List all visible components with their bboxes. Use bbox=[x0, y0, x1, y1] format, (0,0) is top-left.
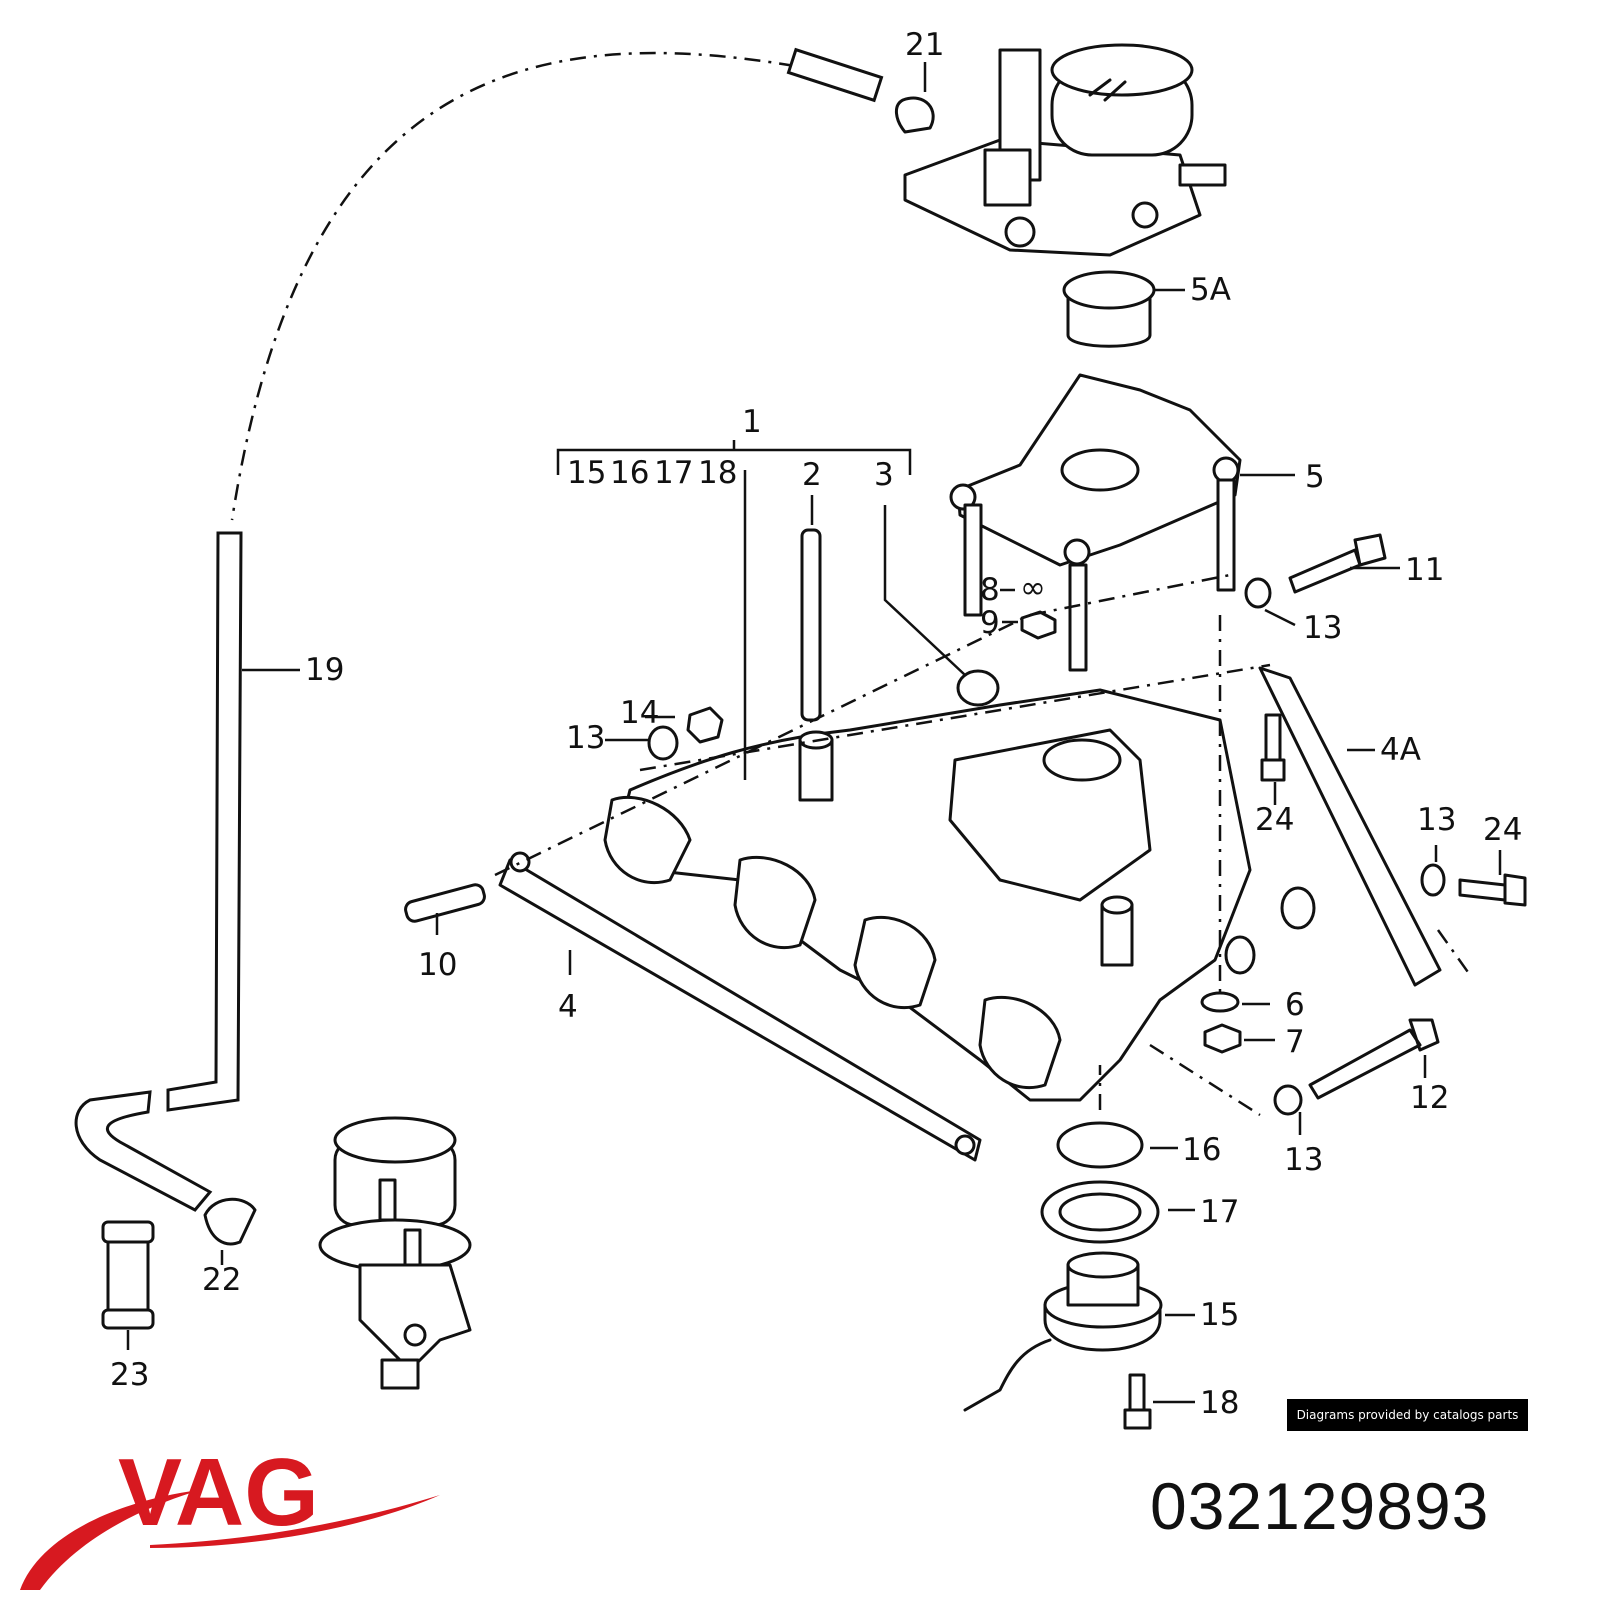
part-number: 032129893 bbox=[1150, 1469, 1490, 1543]
label-24-center: 24 bbox=[1255, 802, 1294, 838]
vag-logo: VAG bbox=[20, 1440, 440, 1590]
intake-manifold bbox=[603, 688, 1316, 1102]
hose-clip-22 bbox=[203, 1197, 257, 1246]
bolt-24-right bbox=[1458, 873, 1527, 907]
label-21: 21 bbox=[905, 27, 944, 63]
nut-7 bbox=[1203, 1023, 1242, 1054]
spring-washer-8-glyph: ∞ bbox=[1020, 570, 1046, 606]
nut-9 bbox=[1020, 610, 1057, 640]
label-6: 6 bbox=[1285, 987, 1305, 1023]
label-14: 14 bbox=[620, 695, 659, 731]
bolt-24-center bbox=[1260, 713, 1286, 782]
leader-lines bbox=[126, 62, 1502, 1404]
hose-stub bbox=[786, 47, 884, 103]
hose-elbow bbox=[74, 1090, 213, 1212]
label-9: 9 bbox=[980, 605, 1000, 641]
hose-clip-21 bbox=[895, 96, 935, 134]
label-23: 23 bbox=[110, 1357, 149, 1393]
label-13-a: 13 bbox=[566, 720, 605, 756]
label-17-top: 17 bbox=[654, 455, 693, 491]
brand-name: VAG bbox=[118, 1440, 319, 1546]
hose-holder-23 bbox=[101, 1220, 155, 1330]
label-8: 8 bbox=[980, 572, 1000, 608]
bolt-18 bbox=[1123, 1373, 1152, 1430]
assembly-line-right bbox=[1149, 1043, 1261, 1117]
label-10: 10 bbox=[418, 947, 457, 983]
label-3: 3 bbox=[874, 457, 894, 493]
label-24-right: 24 bbox=[1483, 812, 1522, 848]
bracket-1 bbox=[556, 440, 912, 475]
insulator-5a bbox=[1062, 270, 1156, 348]
support-brace-4a bbox=[1258, 666, 1442, 987]
stud-2 bbox=[800, 528, 822, 722]
label-1: 1 bbox=[742, 404, 762, 440]
bolt-11 bbox=[1288, 533, 1387, 594]
vacuum-unit bbox=[318, 1116, 472, 1390]
label-13-d: 13 bbox=[1284, 1142, 1323, 1178]
plug-3 bbox=[956, 669, 1000, 707]
label-4a: 4A bbox=[1380, 732, 1421, 768]
label-18: 18 bbox=[1200, 1385, 1239, 1421]
bolt-12 bbox=[1308, 1018, 1440, 1100]
manifold-gasket-4 bbox=[498, 858, 982, 1162]
label-12: 12 bbox=[1410, 1080, 1449, 1116]
heating-element-15 bbox=[963, 1251, 1163, 1412]
label-7: 7 bbox=[1285, 1024, 1305, 1060]
label-16-top: 16 bbox=[610, 455, 649, 491]
label-4: 4 bbox=[558, 989, 578, 1025]
diagram-credit-badge: Diagrams provided by catalogs parts bbox=[1287, 1399, 1528, 1431]
washer-6 bbox=[1200, 991, 1240, 1013]
label-15: 15 bbox=[1200, 1297, 1239, 1333]
label-15-top: 15 bbox=[567, 455, 606, 491]
logo-swoosh bbox=[20, 1490, 200, 1590]
label-17: 17 bbox=[1200, 1194, 1239, 1230]
label-16: 16 bbox=[1182, 1132, 1221, 1168]
o-ring-16 bbox=[1056, 1121, 1144, 1169]
washer-13c bbox=[1420, 863, 1446, 897]
label-18-top: 18 bbox=[698, 455, 737, 491]
nut-14 bbox=[686, 706, 724, 744]
label-19: 19 bbox=[305, 652, 344, 688]
label-13-c: 13 bbox=[1417, 802, 1456, 838]
flange-plate-5 bbox=[949, 373, 1242, 672]
gasket-17 bbox=[1040, 1180, 1160, 1244]
stud-10 bbox=[404, 883, 486, 923]
label-2: 2 bbox=[802, 457, 822, 493]
throttle-body bbox=[903, 43, 1227, 257]
washer-13b bbox=[1244, 577, 1272, 609]
label-11: 11 bbox=[1405, 552, 1444, 588]
label-5a: 5A bbox=[1190, 272, 1231, 308]
washer-13d bbox=[1273, 1084, 1303, 1116]
label-22: 22 bbox=[202, 1262, 241, 1298]
washer-13a bbox=[647, 725, 679, 761]
hose-route-dashdot bbox=[230, 51, 796, 521]
vacuum-hose-19 bbox=[166, 531, 243, 1112]
label-13-b: 13 bbox=[1303, 610, 1342, 646]
label-5: 5 bbox=[1305, 459, 1325, 495]
